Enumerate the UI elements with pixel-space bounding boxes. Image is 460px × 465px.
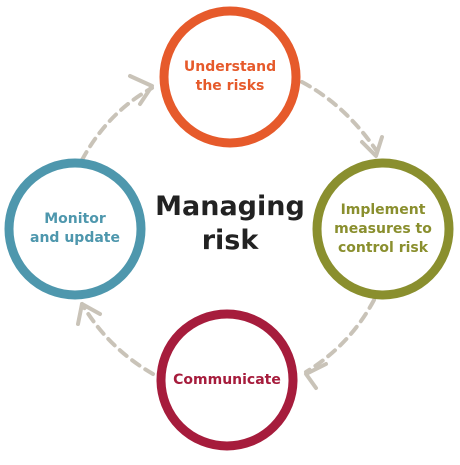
node-circle-implement xyxy=(312,158,454,300)
monitor-line-1: Monitor xyxy=(44,211,106,227)
implement-line-2: measures to xyxy=(334,220,432,237)
arrowhead-monitor-to-understand xyxy=(128,74,154,106)
node-circle-monitor xyxy=(4,158,146,300)
center-title: Managing risk xyxy=(145,190,315,258)
node-label-communicate: Communicate xyxy=(165,365,289,395)
arrow-monitor-to-understand xyxy=(80,86,154,162)
arrow-implement-to-communicate xyxy=(304,298,376,374)
node-label-understand: Understand the risks xyxy=(170,47,290,107)
monitor-line-2: and update xyxy=(30,230,120,246)
arrowhead-implement-to-communicate xyxy=(304,362,328,390)
communicate-line-1: Communicate xyxy=(173,371,281,388)
implement-line-1: Implement xyxy=(340,201,426,218)
center-title-line-1: Managing xyxy=(155,191,305,222)
understand-line-1: Understand xyxy=(183,59,277,75)
arrow-understand-to-implement xyxy=(300,80,378,152)
node-circle-communicate xyxy=(156,309,298,451)
center-title-line-2: risk xyxy=(201,225,259,256)
understand-line-2: the risks xyxy=(195,78,265,94)
node-label-monitor: Monitor and update xyxy=(15,199,135,259)
node-label-implement: Implement measures to control risk xyxy=(323,194,443,264)
arrowhead-understand-to-implement xyxy=(360,135,384,158)
arrow-communicate-to-monitor xyxy=(80,302,155,376)
implement-line-3: control risk xyxy=(337,239,429,256)
node-circle-understand xyxy=(159,6,301,148)
arrowhead-communicate-to-monitor xyxy=(76,302,102,326)
